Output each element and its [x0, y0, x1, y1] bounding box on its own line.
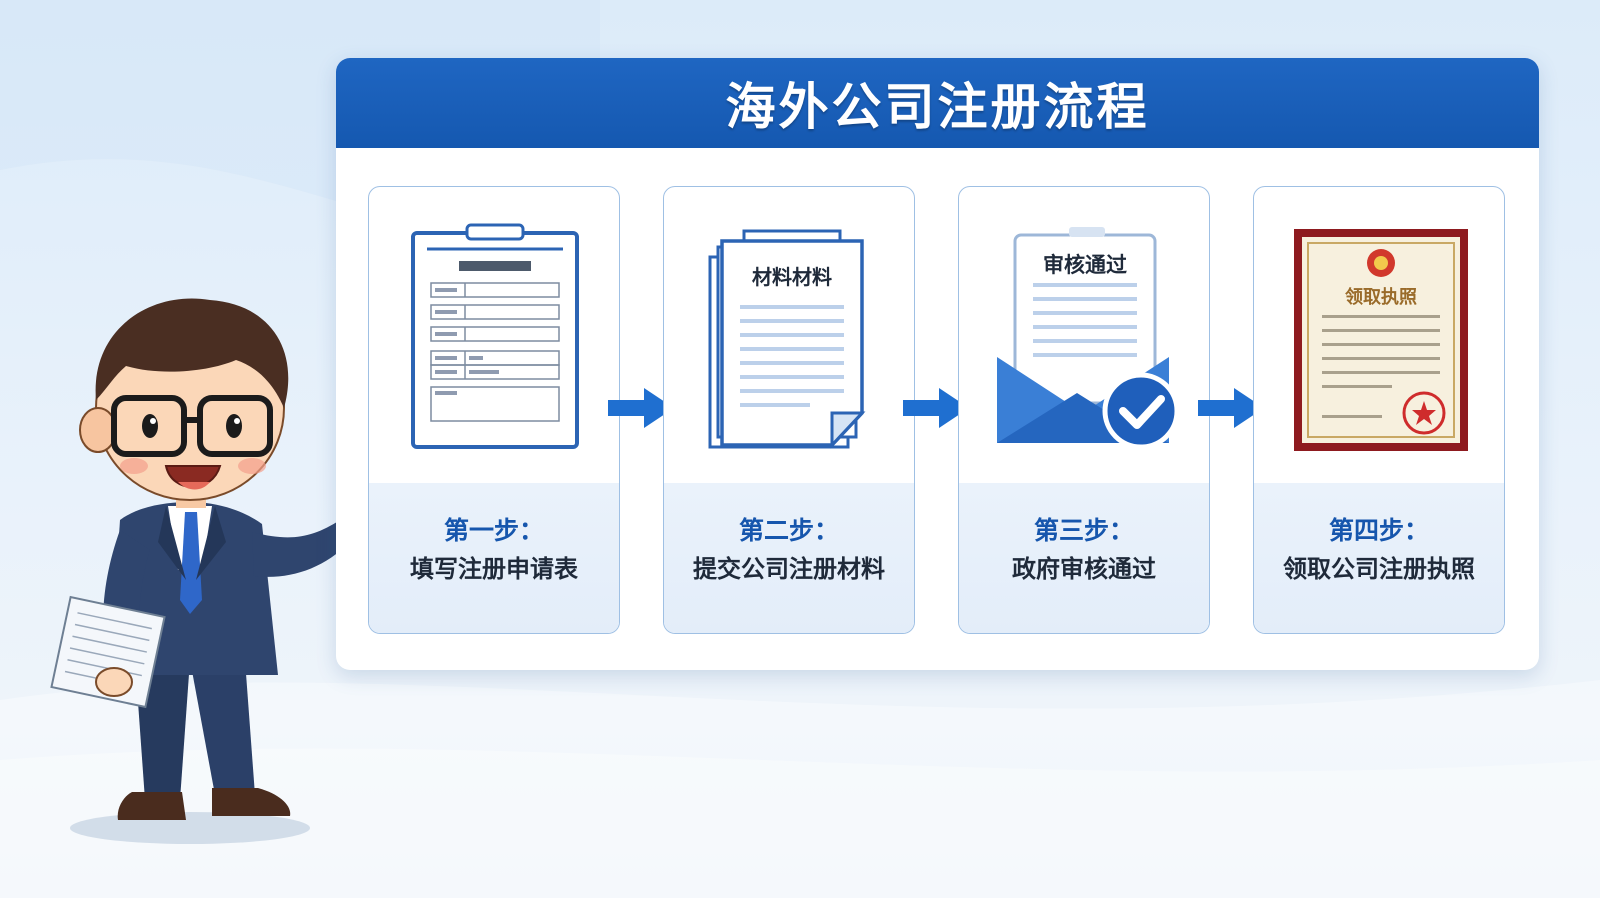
step-caption-2: 第二步： 提交公司注册材料: [664, 483, 914, 633]
step-number: 第四步：: [1328, 516, 1429, 545]
application-form-icon: [411, 223, 579, 449]
businessman-illustration: [50, 298, 400, 844]
arrow-right-icon: [608, 388, 674, 428]
step-caption-3: 第三步： 政府审核通过: [959, 483, 1209, 633]
step-description: 提交公司注册材料: [693, 555, 885, 583]
registration-process-panel: 海外公司注册流程 第一步： 填写注: [336, 58, 1539, 670]
step-card-4: 领取执照 第四步： 领取公司注册执照: [1253, 186, 1505, 634]
panel-header: 海外公司注册流程: [336, 58, 1539, 148]
arrow-right-icon: [903, 388, 969, 428]
step-caption-1: 第一步： 填写注册申请表: [369, 483, 619, 633]
step-number: 第三步：: [1033, 516, 1134, 545]
step-card-1: 第一步： 填写注册申请表: [368, 186, 620, 634]
step-card-3: 审核通过 第三步： 政府审核通过: [958, 186, 1210, 634]
arrow-right-icon: [1198, 388, 1264, 428]
step-description: 政府审核通过: [1012, 555, 1156, 583]
step-number: 第二步：: [738, 516, 839, 545]
step-caption-4: 第四步： 领取公司注册执照: [1254, 483, 1504, 633]
document-label: 材料材料: [752, 265, 832, 289]
step-description: 领取公司注册执照: [1283, 555, 1475, 583]
step-description: 填写注册申请表: [410, 555, 578, 583]
document-label: 审核通过: [1043, 253, 1127, 277]
documents-icon: [708, 229, 866, 449]
approved-envelope-icon: [997, 227, 1180, 450]
step-number: 第一步：: [443, 516, 544, 545]
page-title: 海外公司注册流程: [725, 78, 1150, 136]
step-card-2: 材料材料 第二步： 提交公司注册材料: [663, 186, 915, 634]
document-label: 领取执照: [1345, 287, 1417, 308]
business-license-icon: [1294, 229, 1468, 451]
